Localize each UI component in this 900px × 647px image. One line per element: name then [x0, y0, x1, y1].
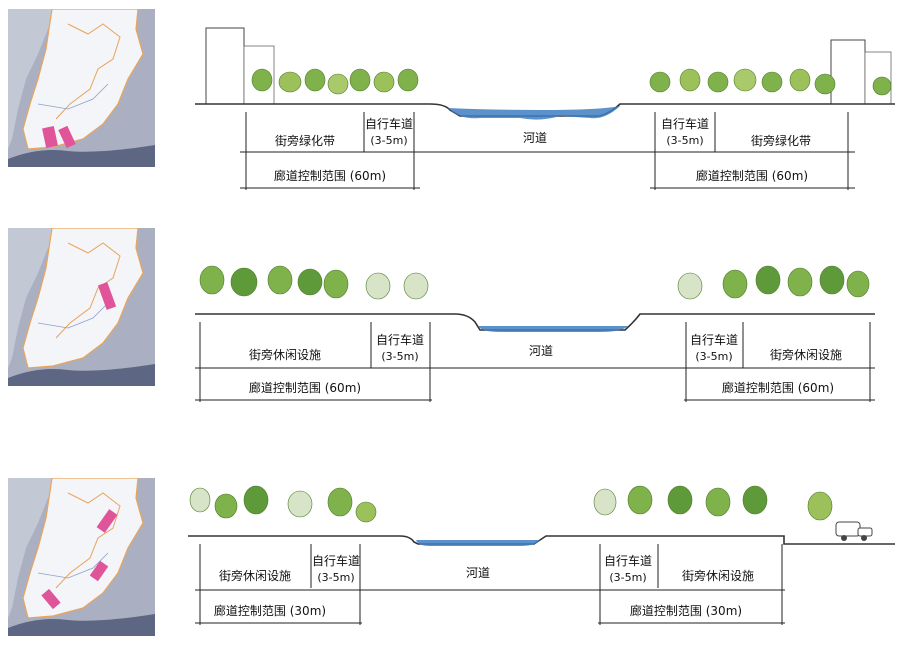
right-range-label: 廊道控制范围 (60m) [722, 380, 834, 395]
ground-line [195, 313, 875, 331]
left-bike-label: 自行车道 [365, 116, 413, 131]
tree-group-left [251, 68, 419, 95]
left-range-label: 廊道控制范围 (60m) [249, 380, 361, 395]
left-range-label: 廊道控制范围 (30m) [214, 603, 326, 618]
location-map-2 [8, 228, 155, 386]
highlight-mark [58, 125, 76, 149]
left-bike-width: (3-5m) [370, 134, 407, 147]
right-bike-label: 自行车道 [604, 553, 652, 568]
right-bike-width: (3-5m) [609, 571, 646, 584]
dimension-lines [240, 112, 855, 190]
tree-group-left [189, 485, 377, 523]
left-range-label: 廊道控制范围 (60m) [274, 168, 386, 183]
section-1: 街旁绿化带 自行车道 (3-5m) 河道 自行车道 (3-5m) 街旁绿化带 廊… [0, 0, 900, 200]
section-2: 街旁休闲设施 自行车道 (3-5m) 河道 自行车道 (3-5m) 街旁休闲设施… [0, 222, 900, 422]
tree-group-right [593, 485, 833, 521]
right-bike-width: (3-5m) [695, 350, 732, 363]
left-zone-label: 街旁绿化带 [275, 133, 335, 148]
cross-section-2: 街旁休闲设施 自行车道 (3-5m) 河道 自行车道 (3-5m) 街旁休闲设施… [195, 265, 875, 402]
right-bike-label: 自行车道 [690, 332, 738, 347]
tree-group-right [677, 265, 870, 300]
highlight-mark [97, 282, 117, 310]
highlight-mark [41, 588, 61, 610]
river-label: 河道 [523, 131, 547, 145]
right-range-label: 廊道控制范围 (60m) [696, 168, 808, 183]
section-3: 街旁休闲设施 自行车道 (3-5m) 河道 自行车道 (3-5m) 街旁休闲设施… [0, 440, 900, 647]
right-bike-label: 自行车道 [661, 116, 709, 131]
right-range-label: 廊道控制范围 (30m) [630, 603, 742, 618]
left-zone-label: 街旁休闲设施 [249, 347, 321, 362]
right-zone-label: 街旁绿化带 [751, 133, 811, 148]
river-water [448, 106, 620, 120]
car-icon [835, 521, 873, 541]
left-bike-width: (3-5m) [317, 571, 354, 584]
building-right [830, 39, 866, 105]
tree-group-right [649, 68, 892, 96]
left-zone-label: 街旁休闲设施 [219, 568, 291, 583]
cross-section-3: 街旁休闲设施 自行车道 (3-5m) 河道 自行车道 (3-5m) 街旁休闲设施… [188, 485, 895, 625]
highlight-mark [42, 125, 58, 149]
right-bike-width: (3-5m) [666, 134, 703, 147]
right-zone-label: 街旁休闲设施 [770, 347, 842, 362]
river-water [416, 540, 540, 546]
cross-section-1: 街旁绿化带 自行车道 (3-5m) 河道 自行车道 (3-5m) 街旁绿化带 廊… [195, 27, 895, 190]
left-bike-label: 自行车道 [312, 553, 360, 568]
ground-line [188, 535, 895, 545]
location-map-1 [8, 9, 155, 167]
river-label: 河道 [529, 344, 553, 358]
highlight-mark [96, 509, 118, 533]
right-zone-label: 街旁休闲设施 [682, 568, 754, 583]
location-map-3 [8, 478, 155, 636]
building-left [205, 27, 245, 105]
left-bike-label: 自行车道 [376, 332, 424, 347]
left-bike-width: (3-5m) [381, 350, 418, 363]
river-water [478, 326, 628, 332]
dimension-lines [195, 544, 785, 625]
river-label: 河道 [466, 566, 490, 580]
tree-group-left [199, 265, 429, 300]
highlight-mark [89, 560, 109, 582]
dimension-lines [195, 322, 875, 402]
